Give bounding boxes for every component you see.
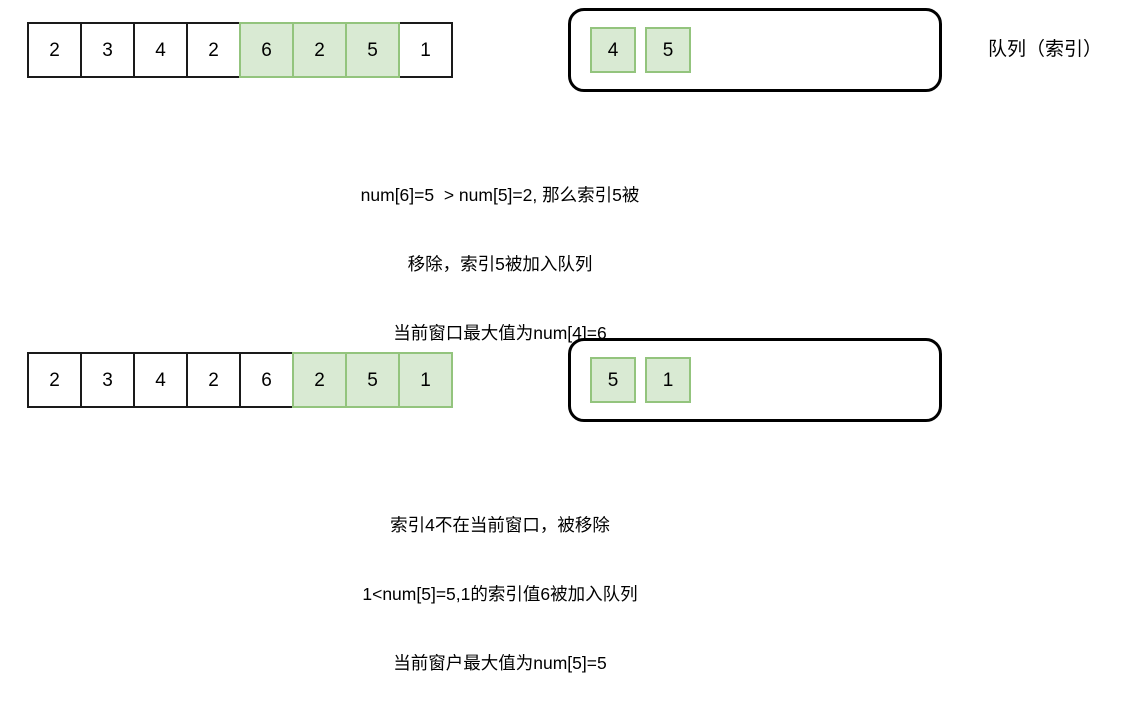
caption-line: 索引4不在当前窗口，被移除 — [390, 515, 610, 535]
array-cell-highlighted: 2 — [292, 352, 347, 408]
caption-step-2: 索引4不在当前窗口，被移除 1<num[5]=5,1的索引值6被加入队列 当前窗… — [164, 468, 836, 721]
caption-line: 当前窗口最大值为num[4]=6 — [393, 323, 607, 343]
caption-line: num[6]=5 > num[5]=2, 那么索引5被 — [360, 185, 640, 205]
array-cell-highlighted: 1 — [398, 352, 453, 408]
queue-cell: 5 — [645, 27, 691, 73]
array-cell: 6 — [239, 352, 294, 408]
array-cell: 2 — [186, 22, 241, 78]
array-cell: 4 — [133, 22, 188, 78]
array-cell-highlighted: 5 — [345, 22, 400, 78]
array-cell-highlighted: 5 — [345, 352, 400, 408]
queue-cell: 5 — [590, 357, 636, 403]
caption-step-1: num[6]=5 > num[5]=2, 那么索引5被 移除，索引5被加入队列 … — [164, 138, 836, 391]
array-cell-highlighted: 6 — [239, 22, 294, 78]
diagram-canvas: 2 3 4 2 6 2 5 1 4 5 队列（索引） num[6]=5 > nu… — [27, 8, 1103, 673]
array-cell: 3 — [80, 352, 135, 408]
array-cell: 4 — [133, 352, 188, 408]
array-cell: 2 — [186, 352, 241, 408]
array-row-step-2: 2 3 4 2 6 2 5 1 — [27, 352, 453, 408]
caption-line: 移除，索引5被加入队列 — [407, 254, 593, 274]
array-cell: 1 — [398, 22, 453, 78]
queue-container-step-1: 4 5 — [568, 8, 942, 92]
caption-line: 1<num[5]=5,1的索引值6被加入队列 — [362, 584, 638, 604]
caption-line: 当前窗户最大值为num[5]=5 — [393, 653, 607, 673]
array-cell: 2 — [27, 22, 82, 78]
array-cell: 3 — [80, 22, 135, 78]
queue-label: 队列（索引） — [988, 39, 1103, 60]
array-cell: 2 — [27, 352, 82, 408]
queue-cell: 4 — [590, 27, 636, 73]
array-cell-highlighted: 2 — [292, 22, 347, 78]
queue-cell: 1 — [645, 357, 691, 403]
array-row-step-1: 2 3 4 2 6 2 5 1 — [27, 22, 453, 78]
queue-container-step-2: 5 1 — [568, 338, 942, 422]
